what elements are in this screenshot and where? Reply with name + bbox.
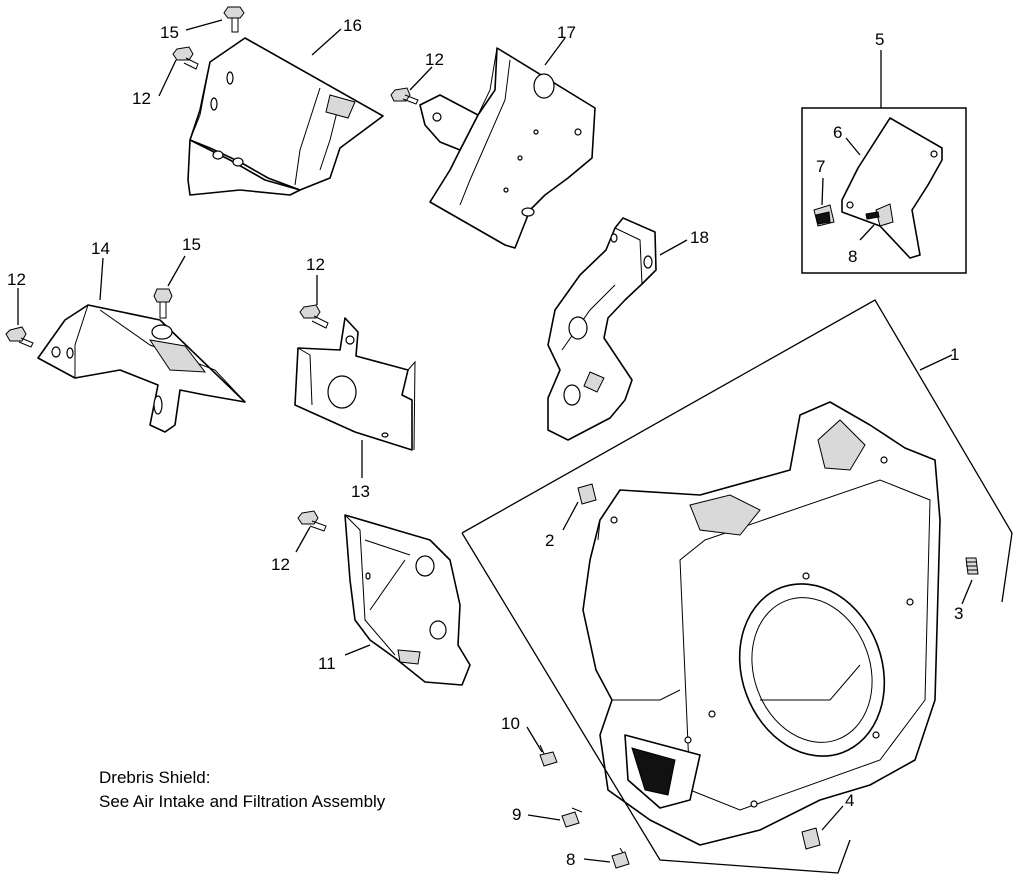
fastener-4-clip [801, 827, 821, 850]
fastener-12-lower [297, 510, 327, 532]
callout-3: 3 [954, 604, 963, 623]
callout-2: 2 [545, 531, 554, 550]
callout-11: 11 [318, 654, 336, 673]
fastener-2-clip [577, 483, 597, 505]
debris-shield-note: Drebris Shield: See Air Intake and Filtr… [99, 766, 385, 814]
callout-13: 13 [351, 482, 370, 501]
callout-18: 18 [690, 228, 709, 247]
callout-16: 16 [343, 16, 362, 35]
callout-10: 10 [501, 714, 520, 733]
callout-14: 14 [91, 239, 110, 258]
inset-box-parts-5-8 [801, 107, 967, 274]
callout-17: 17 [557, 23, 576, 42]
part-16-shield [187, 37, 384, 196]
fastener-12-top-left [172, 46, 199, 70]
leader-lines [17, 19, 973, 863]
fastener-10-screw [539, 744, 558, 767]
callout-12-lower: 12 [271, 555, 290, 574]
callout-9: 9 [512, 805, 521, 824]
fastener-12-top-middle [390, 87, 419, 105]
part-17-shield [419, 47, 596, 249]
fastener-15-left [153, 288, 173, 319]
fastener-8-screw [611, 847, 630, 869]
part-11-bracket [344, 514, 471, 686]
part-13-bracket [294, 317, 416, 451]
callout-labels: 15 16 12 12 17 5 6 7 8 14 15 12 12 18 1 … [7, 16, 963, 869]
callout-12-middle: 12 [306, 255, 325, 274]
fastener-12-middle [299, 304, 329, 329]
part-1-blower-housing [582, 401, 941, 846]
callout-12-top-left: 12 [132, 89, 151, 108]
callout-5: 5 [875, 30, 884, 49]
fastener-3-screw [965, 557, 979, 575]
callout-1: 1 [950, 345, 959, 364]
fastener-9-screw [561, 807, 583, 828]
callout-8-inset: 8 [848, 247, 857, 266]
part-1-group-outline [461, 299, 1013, 603]
note-line-2: See Air Intake and Filtration Assembly [99, 792, 386, 811]
part-14-shield [37, 304, 246, 433]
fastener-12-left [5, 326, 34, 348]
callout-15-left: 15 [182, 235, 201, 254]
callout-4: 4 [845, 791, 854, 810]
callout-12-top-middle: 12 [425, 50, 444, 69]
callout-7: 7 [816, 157, 825, 176]
callout-15-top: 15 [160, 23, 179, 42]
fastener-15-top [223, 6, 245, 33]
callout-8-lower: 8 [566, 850, 575, 869]
callout-12-left: 12 [7, 270, 26, 289]
part-18-bracket [547, 217, 657, 441]
callout-6: 6 [833, 123, 842, 142]
note-line-1: Drebris Shield: [99, 768, 211, 787]
